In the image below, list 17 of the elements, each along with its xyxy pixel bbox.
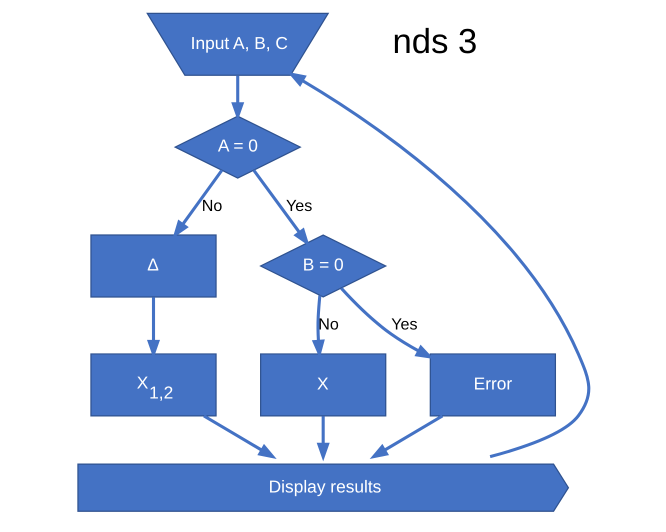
edge-label: Yes	[390, 316, 418, 334]
node-diamond: B = 0	[258, 234, 387, 298]
node-box: Δ	[90, 234, 216, 298]
edge-label: No	[201, 196, 222, 215]
arrow	[252, 169, 310, 246]
label: nds 3	[392, 22, 477, 61]
arrow	[286, 72, 590, 458]
arrow	[316, 416, 330, 462]
arrow	[369, 414, 443, 459]
node-box: Error	[429, 353, 556, 416]
arrow	[172, 169, 223, 238]
arrow	[340, 287, 434, 360]
node-diamond: A = 0	[173, 115, 302, 179]
edge-label: No	[318, 316, 338, 334]
arrow	[202, 414, 276, 459]
node-box: X	[260, 353, 386, 416]
edge-label: Yes	[286, 196, 312, 215]
